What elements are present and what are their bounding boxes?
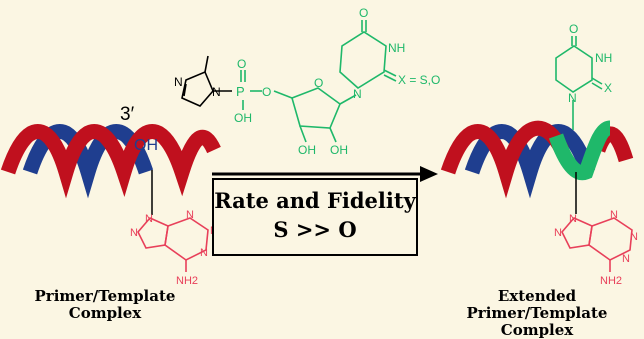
left-adenine-n1: N	[145, 213, 153, 225]
left-adenine-n4: N	[200, 247, 208, 259]
left-caption: Primer/Template Complex	[10, 288, 200, 322]
product-uracil-ring	[555, 45, 593, 93]
right-caption-line1: Extended	[497, 287, 577, 305]
imidazole-double-bond	[183, 83, 187, 97]
imidazole-ring	[181, 55, 232, 107]
s-gg-o-text: S >> O	[273, 217, 357, 242]
phosphate-o-double: O	[237, 57, 246, 71]
three-prime-label: 3′	[120, 104, 135, 125]
right-adenine-n3: N	[630, 231, 638, 243]
right-red-strand	[440, 120, 569, 199]
glycosidic-bond	[339, 94, 357, 105]
ribose-ring	[291, 87, 341, 129]
left-red-strand	[0, 124, 221, 199]
monomer-n-glyco: N	[353, 87, 362, 101]
left-adenine-n2: N	[186, 209, 194, 221]
monomer-x-bond-a	[383, 69, 397, 77]
product-n-glyco: N	[568, 91, 577, 105]
left-caption-line2: Complex	[68, 304, 142, 322]
primer-hydroxyl-label: OH	[134, 137, 158, 154]
left-primer-template-duplex	[0, 124, 221, 199]
imidazole-n-link: N	[212, 85, 221, 99]
ribose-sugar	[291, 87, 357, 143]
right-caption-line2: Primer/Template Complex	[466, 304, 608, 339]
right-adenine-pyrimidine	[588, 217, 633, 261]
right-caption: Extended Primer/Template Complex	[430, 288, 644, 339]
rate-fidelity-box: Rate and Fidelity S >> O	[212, 178, 418, 256]
right-adenine-labels: N N N N N NH2	[554, 209, 638, 287]
reaction-arrow-head	[420, 166, 438, 182]
right-adenine-nh2: NH2	[600, 275, 622, 287]
rate-fidelity-text: Rate and Fidelity	[214, 188, 416, 213]
phosphate-o-ester: O	[262, 85, 271, 99]
product-uracil-base	[555, 36, 603, 130]
right-adenine-base	[561, 217, 633, 272]
left-adenine-base	[137, 217, 209, 272]
left-adenine-nh2: NH2	[176, 275, 198, 287]
phosphate-group	[240, 70, 293, 110]
diagram-canvas: 3′ OH N N N N N NH2 N N P O O OH	[0, 6, 638, 287]
phosphorus-label: P	[236, 84, 245, 99]
monomer-x-substituent: X = S,O	[398, 73, 440, 87]
monomer-uracil-base	[339, 20, 397, 89]
product-o-top: O	[569, 22, 578, 36]
imidazole-n-ring: N	[174, 75, 183, 89]
ribose-oh-right-bond	[329, 127, 337, 143]
product-x-bond-a	[591, 77, 603, 85]
ribose-oh-left-bond	[299, 125, 307, 143]
monomer-nh: NH	[388, 41, 405, 55]
left-adenine-imidazole	[137, 217, 169, 249]
left-adenine-labels: N N N N N NH2	[130, 209, 218, 287]
ribose-oh-left: OH	[298, 143, 316, 157]
imidazole-methyl-bond	[204, 55, 209, 73]
right-adenine-n2: N	[610, 209, 618, 221]
ester-ch2-bond	[273, 90, 293, 99]
right-green-new-nucleotide	[548, 120, 612, 181]
monomer-x-bond-b	[383, 74, 397, 82]
ribose-ring-oxygen: O	[314, 76, 323, 90]
monomer-o-top: O	[359, 6, 368, 20]
product-x-bond-b	[591, 82, 603, 90]
right-adenine-n4: N	[622, 253, 630, 265]
left-adenine-pyrimidine	[164, 217, 209, 261]
product-nh: NH	[595, 51, 612, 65]
phosphate-oh: OH	[234, 111, 252, 125]
left-adenine-n5: N	[130, 227, 138, 239]
ribose-oh-right: OH	[330, 143, 348, 157]
monomer-uracil-ring	[339, 31, 387, 89]
right-extended-duplex	[440, 120, 634, 199]
product-x: X	[604, 81, 612, 95]
reaction-arrow	[212, 166, 438, 182]
right-adenine-imidazole	[561, 217, 593, 249]
imidazole-ring-shape	[181, 70, 214, 107]
right-adenine-n5: N	[554, 227, 562, 239]
left-caption-line1: Primer/Template	[34, 287, 176, 305]
right-adenine-n1: N	[569, 213, 577, 225]
